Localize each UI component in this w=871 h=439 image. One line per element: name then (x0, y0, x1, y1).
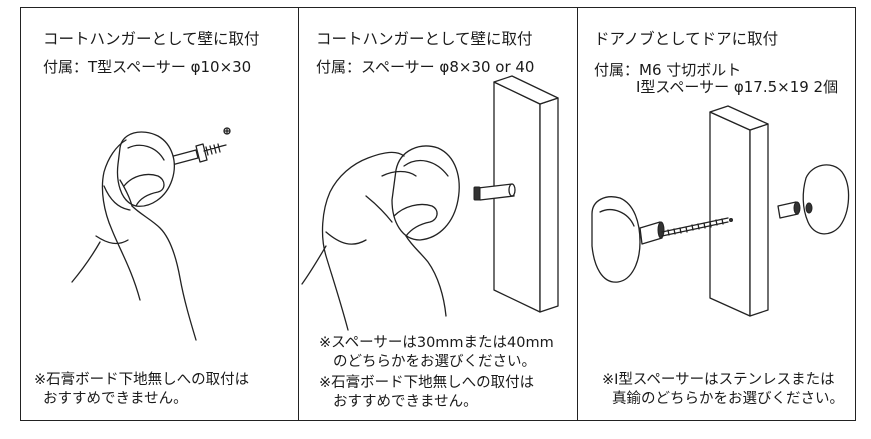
panel-3-note-1: ※I型スペーサーはステンレスまたは (602, 372, 835, 388)
panel-1-title: コートハンガーとして壁に取付 (43, 30, 260, 48)
left-knob-shape (591, 196, 641, 283)
wall-board-icon (493, 75, 559, 313)
panel-3-note-2: 真鍮のどちらかをお選びください。 (612, 391, 844, 407)
door-board-icon (709, 105, 769, 317)
spacer-icon (473, 183, 516, 201)
panel-2-note-3: ※石膏ボード下地無しへの取付は (319, 375, 535, 391)
panel-3-accessory-1: 付属：M6 寸切ボルト (594, 61, 742, 79)
right-knob-shape (802, 164, 850, 235)
panel-2-accessory: 付属：スペーサー φ8×30 or 40 (316, 58, 535, 76)
panel-1-note-1: ※石膏ボード下地無しへの取付は (34, 372, 250, 388)
panel-2-note-2: のどちらかをお選びください。 (333, 354, 536, 370)
panel-2-note-1: ※スペーサーは30mmまたは40mm (319, 335, 554, 351)
panel-3-accessory-2: I型スペーサー φ17.5×19 2個 (636, 78, 839, 96)
panel-1-note-2: おすすめできません。 (43, 391, 188, 407)
panel-2-note-4: おすすめできません。 (333, 394, 478, 410)
knob-shape (116, 131, 175, 207)
panel-divider-1 (298, 7, 299, 421)
figure-frame (20, 7, 856, 421)
panel-3-title: ドアノブとしてドアに取付 (594, 30, 779, 48)
panel-1-accessory: 付属：T型スペーサー φ10×30 (43, 58, 252, 76)
panel-divider-2 (577, 7, 578, 421)
panel-2-title: コートハンガーとして壁に取付 (316, 30, 533, 48)
